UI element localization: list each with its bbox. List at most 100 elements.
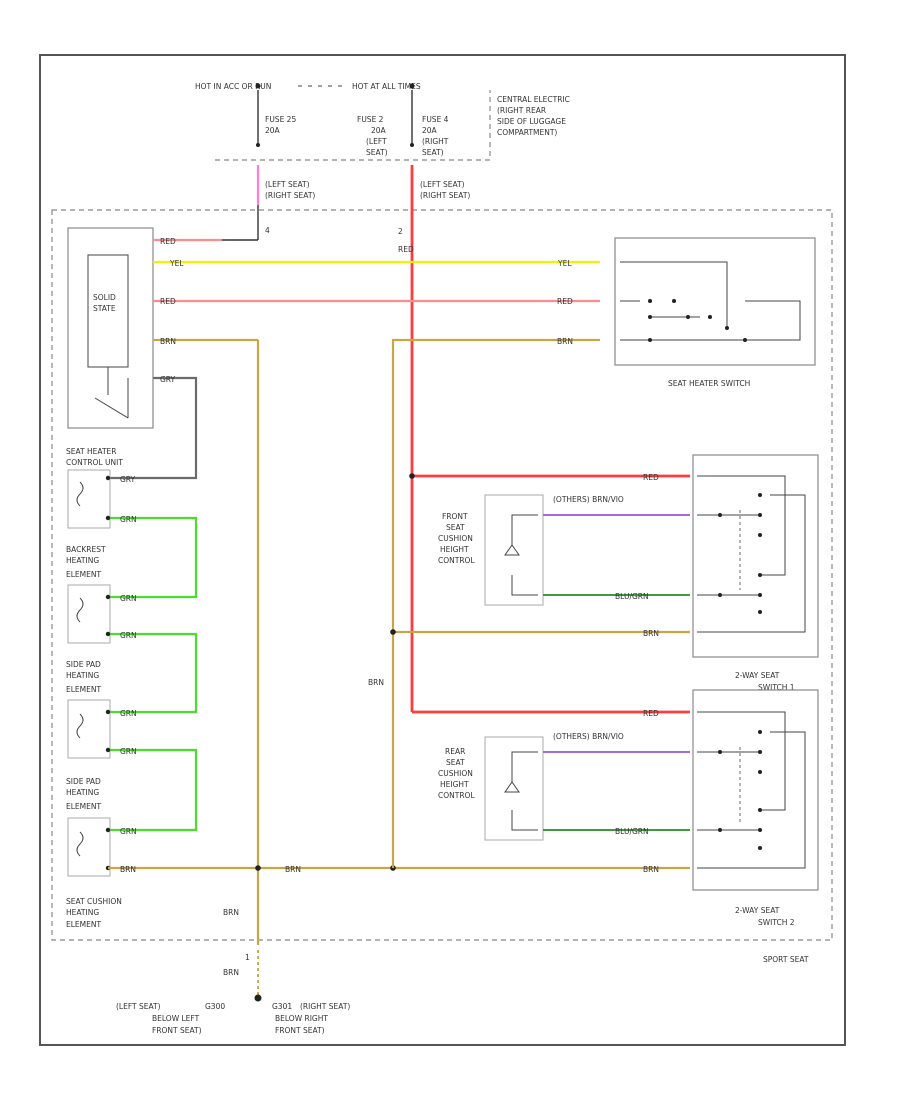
switch-1-label-1: 2-WAY SEAT: [735, 671, 780, 680]
ground-right-2: BELOW RIGHT: [275, 1014, 328, 1023]
brn-bus-label-mid: BRN: [285, 865, 301, 874]
rear-cushion-4: HEIGHT: [440, 780, 469, 789]
grn-label-1a: GRN: [120, 515, 137, 524]
side-pad-1-label-3: ELEMENT: [66, 685, 101, 694]
brn-ecu-label: BRN: [160, 337, 176, 346]
ecu-red-label: RED: [160, 237, 176, 246]
front-cushion-3: CUSHION: [438, 534, 473, 543]
backrest-label-3: ELEMENT: [66, 570, 101, 579]
green-wire-2: [108, 632, 198, 714]
brn-bus-label-left: BRN: [120, 865, 136, 874]
pin-4-label: 4: [265, 226, 270, 235]
rear-cushion-2: SEAT: [446, 758, 465, 767]
ground-left-1: (LEFT SEAT): [116, 1002, 161, 1011]
yel-label-right: YEL: [557, 259, 572, 268]
backrest-element-box: [67, 584, 111, 644]
central-electric-3: SIDE OF LUGGAGE: [497, 117, 566, 126]
fuse-4-label: FUSE 4: [422, 115, 449, 124]
element-connector-dots: [105, 475, 111, 871]
green-wire-1: [108, 516, 198, 599]
front-motor-box: [484, 494, 544, 606]
brn-switch1-label: BRN: [643, 629, 659, 638]
rear-cushion-5: CONTROL: [438, 791, 475, 800]
brown-junction-left: [255, 865, 261, 871]
conn-a-right: (RIGHT SEAT): [265, 191, 315, 200]
switch-2-contacts: [697, 711, 806, 869]
brn-vertical-label: BRN: [368, 678, 384, 687]
red-switch1-label: RED: [643, 473, 659, 482]
rear-motor-box: [484, 736, 544, 841]
ground-left-g: G300: [205, 1002, 225, 1011]
front-cushion-2: SEAT: [446, 523, 465, 532]
grn-label-2b: GRN: [120, 709, 137, 718]
gry-label-bottom: GRY: [120, 475, 136, 484]
side-pad-1-coil: [76, 713, 84, 739]
green-wire-3: [108, 748, 198, 832]
backrest-label-1: BACKREST: [66, 545, 106, 554]
fuse-4-amps: 20A: [422, 126, 438, 135]
backrest-coil: [76, 597, 84, 623]
fuse-box-boundary: [215, 90, 491, 161]
ground-left-2: BELOW LEFT: [152, 1014, 200, 1023]
rear-cushion-1: REAR: [445, 747, 465, 756]
bus-node-all: [409, 83, 415, 89]
control-unit-label-1: SEAT HEATER: [66, 447, 116, 456]
conn-a-left: (LEFT SEAT): [265, 180, 310, 189]
switch-2-label-2: SWITCH 2: [758, 918, 795, 927]
central-electric-4: COMPARTMENT): [497, 128, 557, 137]
outer-frame: [39, 54, 846, 1046]
rear-cushion-3: CUSHION: [438, 769, 473, 778]
seat-heater-switch-box: [614, 237, 816, 366]
relay-contact: [94, 397, 129, 419]
side-pad-2-label-2: HEATING: [66, 788, 99, 797]
ground-point: [254, 994, 262, 1002]
side-pad-1-label-1: SIDE PAD: [66, 660, 101, 669]
heater-element-top: [67, 469, 111, 529]
red-signal-label-left: RED: [160, 297, 176, 306]
cushion-label-2: HEATING: [66, 908, 99, 917]
side-pad-2-label-3: ELEMENT: [66, 802, 101, 811]
heater-coil-top: [76, 481, 84, 507]
hot-all-label: HOT AT ALL TIMES: [352, 82, 421, 91]
solid-state-1: SOLID: [93, 293, 116, 302]
front-motor-leads: [511, 514, 538, 596]
gray-wire: [108, 376, 198, 480]
central-electric-1: CENTRAL ELECTRIC: [497, 95, 570, 104]
conn-b-right: (RIGHT SEAT): [420, 191, 470, 200]
red-trunk-label: RED: [398, 245, 414, 254]
grn-label-1b: GRN: [120, 594, 137, 603]
backrest-label-2: HEATING: [66, 556, 99, 565]
fuse-2-label: FUSE 2: [357, 115, 384, 124]
ground-brn-top: BRN: [223, 908, 239, 917]
fuse-25-dot: [256, 143, 260, 147]
conn-b-left: (LEFT SEAT): [420, 180, 465, 189]
pin-2-label: 2: [398, 227, 403, 236]
solid-state-2: STATE: [93, 304, 116, 313]
ground-brn-bottom: BRN: [223, 968, 239, 977]
fuse-4-side-2: SEAT): [422, 148, 444, 157]
ground-left-3: FRONT SEAT): [152, 1026, 202, 1035]
brown-junction-switch1: [390, 629, 396, 635]
brn-bus-label-right: BRN: [643, 865, 659, 874]
front-motor-icon: [504, 544, 520, 556]
switch-1-box: [692, 454, 819, 658]
cushion-label-1: SEAT CUSHION: [66, 897, 122, 906]
ground-pin-1: 1: [245, 953, 250, 962]
blu-grn-rear-label: BLU/GRN: [615, 827, 649, 836]
seat-heater-switch-label: SEAT HEATER SWITCH: [668, 379, 750, 388]
brn-switch-label: BRN: [557, 337, 573, 346]
yel-label-left: YEL: [169, 259, 184, 268]
side-pad-2-coil: [76, 831, 84, 857]
switch-2-label-1: 2-WAY SEAT: [735, 906, 780, 915]
red-signal-label-right: RED: [557, 297, 573, 306]
red-switch2-label: RED: [643, 709, 659, 718]
ground-right-1: (RIGHT SEAT): [300, 1002, 350, 1011]
switch-1-label-2: SWITCH 1: [758, 683, 795, 692]
central-electric-2: (RIGHT REAR: [497, 106, 546, 115]
seat-heater-switch-contacts: [620, 261, 801, 342]
bus-node-run: [255, 83, 261, 89]
ground-right-g: G301: [272, 1002, 292, 1011]
side-pad-2-label-1: SIDE PAD: [66, 777, 101, 786]
red-junction-switch1: [409, 473, 415, 479]
